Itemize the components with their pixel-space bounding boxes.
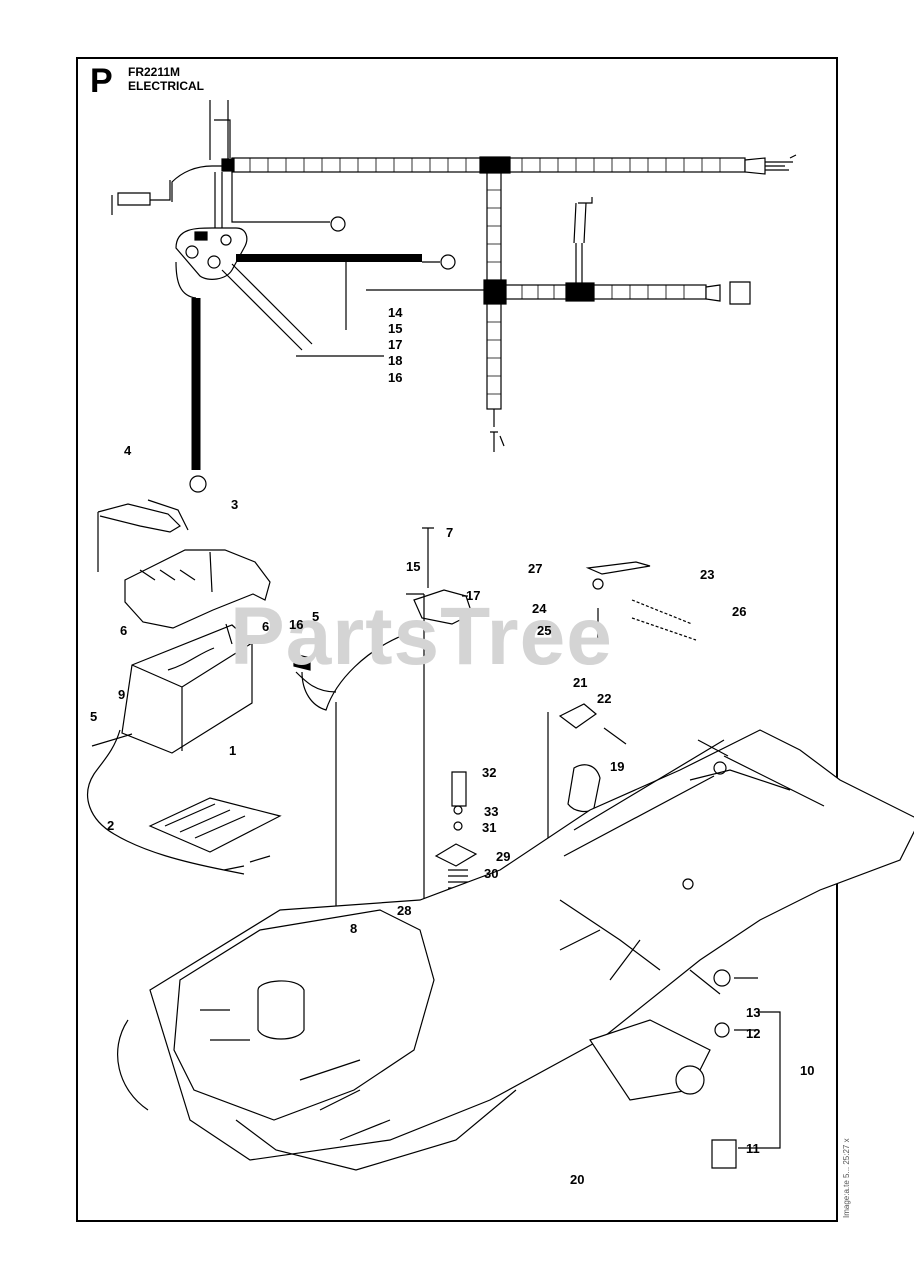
callout-33[interactable]: 33: [484, 804, 499, 819]
callout-13[interactable]: 13: [746, 1005, 761, 1020]
callout-16-bracket[interactable]: 16: [289, 617, 304, 632]
callout-11[interactable]: 11: [746, 1141, 760, 1156]
callout-21[interactable]: 21: [573, 675, 588, 690]
callout-8[interactable]: 8: [350, 921, 358, 936]
callout-2[interactable]: 2: [107, 818, 115, 833]
callout-3[interactable]: 3: [231, 497, 239, 512]
battery-group: [87, 499, 282, 875]
callout-5-lower[interactable]: 5: [90, 709, 98, 724]
callout-16-harness[interactable]: 16: [388, 370, 403, 385]
callout-6-right[interactable]: 6: [262, 619, 270, 634]
frame-group: [117, 729, 914, 1171]
callout-14-harness[interactable]: 14: [388, 305, 403, 320]
callout-31[interactable]: 31: [482, 820, 497, 835]
callout-4[interactable]: 4: [124, 443, 132, 458]
model-number: FR2211M: [128, 65, 181, 79]
callout-28[interactable]: 28: [397, 903, 412, 918]
callout-25[interactable]: 25: [537, 623, 552, 638]
callout-22[interactable]: 22: [597, 691, 612, 706]
callout-15-harness[interactable]: 15: [388, 321, 403, 336]
callout-23[interactable]: 23: [700, 567, 715, 582]
section-letter: P: [90, 62, 113, 100]
callout-20[interactable]: 20: [570, 1172, 585, 1187]
image-code: Image:a.te 5... 25:27 x: [842, 1138, 851, 1218]
callout-15-switch[interactable]: 15: [406, 559, 421, 574]
callout-32[interactable]: 32: [482, 765, 497, 780]
callout-10[interactable]: 10: [800, 1063, 815, 1078]
callout-5-upper[interactable]: 5: [312, 609, 320, 624]
callout-27[interactable]: 27: [528, 561, 543, 576]
callout-1[interactable]: 1: [229, 743, 237, 758]
callout-9[interactable]: 9: [118, 687, 126, 702]
callout-19[interactable]: 19: [610, 759, 625, 774]
watermark: PartsTree: [230, 591, 613, 682]
callout-17-switch[interactable]: 17: [466, 588, 481, 603]
callout-6-left[interactable]: 6: [120, 623, 128, 638]
callout-24[interactable]: 24: [532, 601, 547, 616]
wiring-harness: [111, 100, 797, 493]
callout-7[interactable]: 7: [446, 525, 454, 540]
callout-30[interactable]: 30: [484, 866, 499, 881]
callout-29[interactable]: 29: [496, 849, 511, 864]
diagram-frame: [76, 57, 838, 1222]
section-title: ELECTRICAL: [128, 79, 204, 93]
callout-18-harness[interactable]: 18: [388, 353, 403, 368]
callout-26[interactable]: 26: [732, 604, 747, 619]
callout-12[interactable]: 12: [746, 1026, 761, 1041]
callout-17-harness[interactable]: 17: [388, 337, 403, 352]
